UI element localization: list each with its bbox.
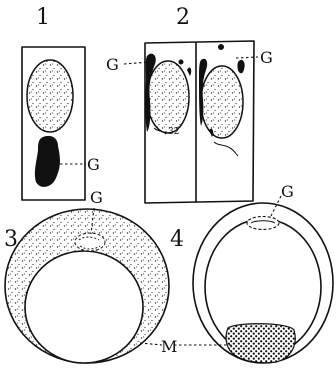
golgi-granule: [187, 68, 191, 76]
figure-4-number: 4: [170, 227, 184, 252]
golgi-body-1: [35, 136, 60, 187]
golgi-label-2a: G: [106, 55, 119, 74]
golgi-label-3: G: [90, 188, 103, 207]
figure-1-number: 1: [36, 5, 50, 30]
svg-text:32: 32: [168, 127, 179, 137]
figure-2-number: 2: [176, 5, 190, 30]
cell-2b-nucleus: [201, 66, 243, 138]
figure-4: 4 G: [170, 182, 333, 363]
golgi-granule: [209, 129, 213, 137]
cell-1-nucleus: [27, 60, 73, 132]
golgi-body-3: [75, 233, 105, 251]
cell-3-vacuole: [25, 251, 143, 363]
golgi-granule: [218, 44, 224, 50]
figure-1: 1 G: [22, 5, 100, 200]
mitochondria-mass: [226, 324, 295, 363]
golgi-label-2b: G: [260, 48, 273, 67]
golgi-granule: [179, 60, 184, 65]
mitochondria-label: M: [161, 337, 177, 356]
golgi-label-4: G: [281, 182, 294, 201]
golgi-label-1: G: [87, 155, 100, 174]
figure-3: 3 G: [4, 188, 169, 363]
cell-2a-nucleus: [147, 61, 189, 133]
golgi-body-4: [247, 217, 279, 230]
figure-2: 2 32 G G: [106, 5, 273, 203]
golgi-granule: [237, 60, 244, 73]
